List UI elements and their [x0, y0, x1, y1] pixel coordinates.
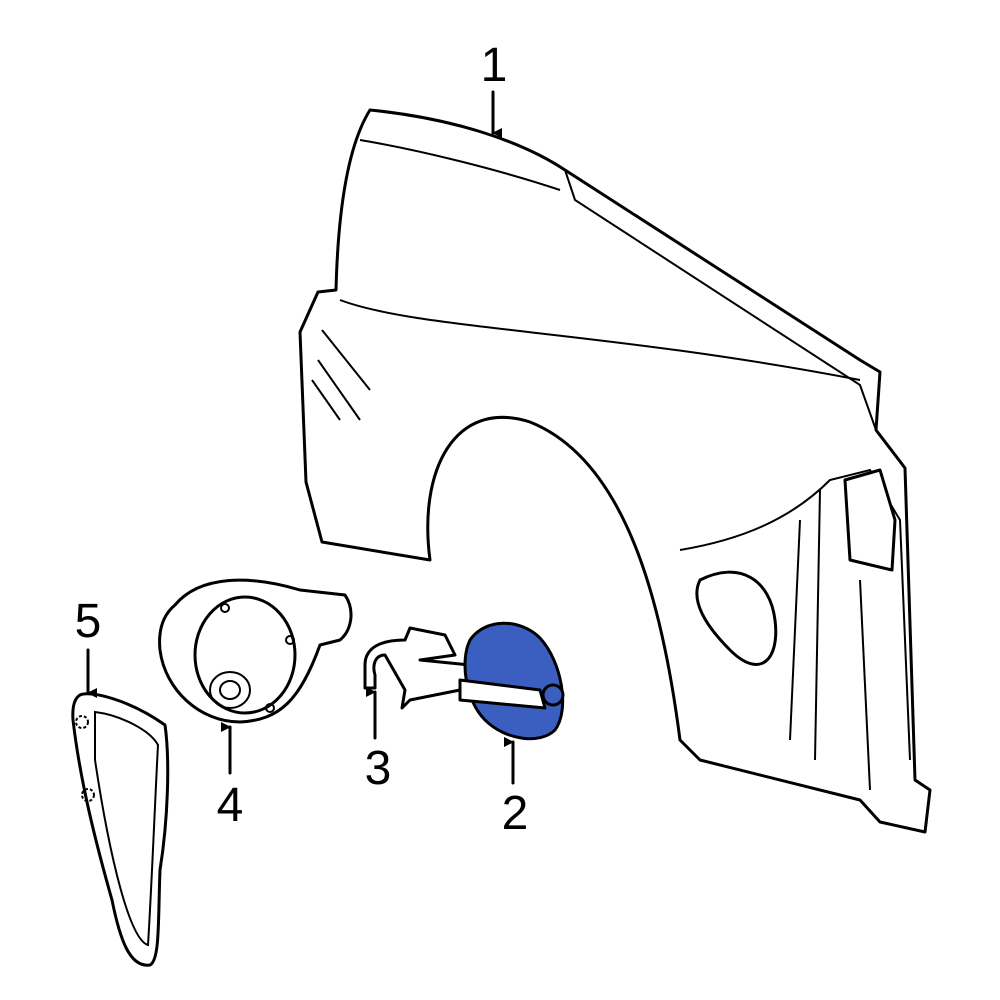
callout-label-5: 5 — [74, 595, 102, 648]
callout-label-2: 2 — [501, 787, 529, 840]
quarter-panel[interactable] — [298, 108, 932, 834]
fuel-pocket-housing[interactable] — [158, 578, 353, 724]
side-trim-panel[interactable] — [71, 692, 170, 967]
callout-label-1: 1 — [480, 39, 508, 92]
fuel-door[interactable] — [458, 621, 565, 741]
callout-label-3: 3 — [364, 742, 392, 795]
callout-label-4: 4 — [216, 779, 244, 832]
